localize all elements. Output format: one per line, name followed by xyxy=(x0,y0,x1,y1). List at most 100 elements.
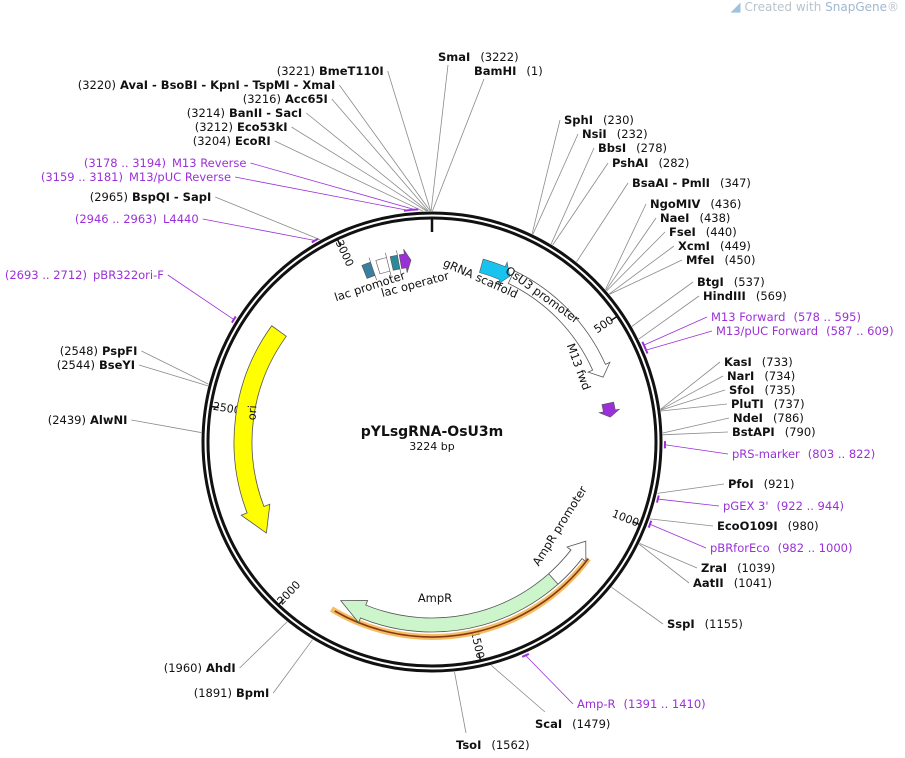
enzyme-label-sfoi[interactable]: SfoI(735) xyxy=(729,383,795,397)
enzyme-label-bamhi[interactable]: BamHI(1) xyxy=(474,64,543,78)
feature-label-ampr: AmpR xyxy=(418,591,452,605)
enzyme-label-bmet110i[interactable]: (3221)BmeT110I xyxy=(277,64,384,78)
tick-mark-500 xyxy=(610,315,618,322)
primer-label-pgex-3[interactable]: pGEX 3'(922 .. 944) xyxy=(723,499,844,513)
enzyme-name: KasI xyxy=(724,355,752,369)
enzyme-label-smai[interactable]: SmaI(3222) xyxy=(438,50,519,64)
snapgene-watermark: ◢Created with SnapGene® xyxy=(731,0,899,15)
primer-range: (982 .. 1000) xyxy=(778,541,853,555)
m13-fwd-feature[interactable] xyxy=(598,401,621,418)
leader-line-scai xyxy=(490,664,546,713)
enzyme-label-kasi[interactable]: KasI(733) xyxy=(724,355,793,369)
enzyme-label-eco53ki[interactable]: (3212)Eco53kI xyxy=(195,120,288,134)
enzyme-label-acc65i[interactable]: (3216)Acc65I xyxy=(243,92,328,106)
grna-scaffold-feature[interactable] xyxy=(479,258,511,285)
enzyme-label-naei[interactable]: NaeI(438) xyxy=(660,211,730,225)
enzyme-label-ahdi[interactable]: (1960)AhdI xyxy=(164,661,236,675)
enzyme-label-pluti[interactable]: PluTI(737) xyxy=(731,397,805,411)
enzyme-label-bsaai-pmli[interactable]: BsaAI - PmlI(347) xyxy=(632,176,751,190)
primer-label-m13-forward[interactable]: M13 Forward(578 .. 595) xyxy=(711,310,861,324)
enzyme-label-bstapi[interactable]: BstAPI(790) xyxy=(732,425,816,439)
enzyme-name: TsoI xyxy=(456,738,481,752)
primer-leader-pgex-3 xyxy=(657,498,720,507)
enzyme-label-banii-saci[interactable]: (3214)BanII - SacI xyxy=(187,106,302,120)
m13-rev-feature[interactable] xyxy=(398,249,412,273)
enzyme-label-ngomiv[interactable]: NgoMIV(436) xyxy=(650,197,741,211)
enzyme-position: (2548) xyxy=(60,344,98,358)
primer-label-pbrforeco[interactable]: pBRforEco(982 .. 1000) xyxy=(710,541,852,555)
leader-line-sfoi xyxy=(660,389,726,411)
leader-line-fsei xyxy=(606,231,666,292)
primer-label-l4440[interactable]: (2946 .. 2963)L4440 xyxy=(75,212,199,226)
primer-range: (922 .. 944) xyxy=(777,499,845,513)
enzyme-label-bbsi[interactable]: BbsI(278) xyxy=(598,141,667,155)
enzyme-label-bpmi[interactable]: (1891)BpmI xyxy=(194,686,270,700)
enzyme-label-scai[interactable]: ScaI(1479) xyxy=(535,717,610,731)
primer-label-m13-puc-forward[interactable]: M13/pUC Forward(587 .. 609) xyxy=(716,324,894,338)
ampr-promoter-feature[interactable] xyxy=(548,540,587,585)
primer-label-pbr322ori-f[interactable]: (2693 .. 2712)pBR322ori-F xyxy=(5,268,164,282)
lac-operator-feature[interactable] xyxy=(389,250,402,274)
enzyme-name: BseYI xyxy=(99,358,135,372)
enzyme-name: Eco53kI xyxy=(237,120,288,134)
tick-mark-1000 xyxy=(632,521,641,526)
leader-line-tsoi xyxy=(454,671,467,734)
primer-label-m13-puc-reverse[interactable]: (3159 .. 3181)M13/pUC Reverse xyxy=(41,170,231,184)
enzyme-label-pshai[interactable]: PshAI(282) xyxy=(612,156,689,170)
enzyme-name: SspI xyxy=(667,617,695,631)
enzyme-position: (921) xyxy=(764,477,795,491)
enzyme-name: EcoRI xyxy=(235,134,271,148)
enzyme-position: (440) xyxy=(706,225,737,239)
enzyme-position: (1479) xyxy=(572,717,610,731)
enzyme-label-alwni[interactable]: (2439)AlwNI xyxy=(48,413,128,427)
enzyme-position: (980) xyxy=(788,519,819,533)
enzyme-label-aatii[interactable]: AatII(1041) xyxy=(693,576,772,590)
primer-label-prs-marker[interactable]: pRS-marker(803 .. 822) xyxy=(732,447,875,461)
enzyme-position: (569) xyxy=(756,289,787,303)
enzyme-label-tsoi[interactable]: TsoI(1562) xyxy=(456,738,530,752)
enzyme-label-bspqi-sapi[interactable]: (2965)BspQI - SapI xyxy=(90,190,211,204)
ori-feature[interactable] xyxy=(233,325,287,534)
ampr-feature[interactable] xyxy=(339,548,584,633)
primer-label-m13-reverse[interactable]: (3178 .. 3194)M13 Reverse xyxy=(84,156,247,170)
enzyme-label-sphi[interactable]: SphI(230) xyxy=(564,113,634,127)
enzyme-label-btgi[interactable]: BtgI(537) xyxy=(697,275,765,289)
enzyme-label-avai-bsobi-kpni-tspmi-xmai[interactable]: (3220)AvaI - BsoBI - KpnI - TspMI - XmaI xyxy=(78,78,336,92)
enzyme-name: AatII xyxy=(693,576,724,590)
enzyme-name: NaeI xyxy=(660,211,689,225)
enzyme-name: BpmI xyxy=(236,686,269,700)
enzyme-label-nsii[interactable]: NsiI(232) xyxy=(582,127,648,141)
primer-mark-pbr322ori-f xyxy=(231,315,237,324)
plasmid-name: pYLsgRNA-OsU3m xyxy=(361,424,504,440)
leader-line-bmet110i xyxy=(387,70,432,212)
enzyme-label-ecori[interactable]: (3204)EcoRI xyxy=(193,134,271,148)
primer-mark-pbrforeco xyxy=(647,520,653,528)
enzyme-label-mfei[interactable]: MfeI(450) xyxy=(686,253,755,267)
enzyme-label-hindiii[interactable]: HindIII (569) xyxy=(703,289,787,303)
watermark-prefix: Created with xyxy=(744,0,826,14)
enzyme-label-ndei[interactable]: NdeI(786) xyxy=(733,411,804,425)
enzyme-position: (3220) xyxy=(78,78,116,92)
primer-label-amp-r[interactable]: Amp-R(1391 .. 1410) xyxy=(577,697,706,711)
enzyme-label-pspfi[interactable]: (2548)PspFI xyxy=(60,344,138,358)
primer-leader-amp-r xyxy=(525,655,574,705)
enzyme-label-pfoi[interactable]: PfoI(921) xyxy=(728,477,795,491)
enzyme-label-fsei[interactable]: FseI(440) xyxy=(669,225,737,239)
tick-mark-2000 xyxy=(277,598,285,606)
tick-mark-1500 xyxy=(478,652,482,661)
osu3-promoter-feature[interactable] xyxy=(507,270,611,378)
leader-line-mfei xyxy=(609,259,683,295)
leader-line-btgi xyxy=(631,281,694,327)
lac-promoter-feature[interactable] xyxy=(361,257,377,281)
enzyme-label-nari[interactable]: NarI(734) xyxy=(727,369,795,383)
enzyme-label-xcmi[interactable]: XcmI(449) xyxy=(678,239,751,253)
enzyme-position: (3221) xyxy=(277,64,315,78)
enzyme-label-ecoo109i[interactable]: EcoO109I(980) xyxy=(717,519,819,533)
primer-name: L4440 xyxy=(163,212,199,226)
enzyme-position: (1) xyxy=(526,64,542,78)
enzyme-name: HindIII xyxy=(703,289,746,303)
leader-line-bpmi xyxy=(272,639,313,694)
enzyme-label-bseyi[interactable]: (2544)BseYI xyxy=(57,358,135,372)
enzyme-label-sspi[interactable]: SspI(1155) xyxy=(667,617,743,631)
enzyme-label-zrai[interactable]: ZraI(1039) xyxy=(701,561,775,575)
